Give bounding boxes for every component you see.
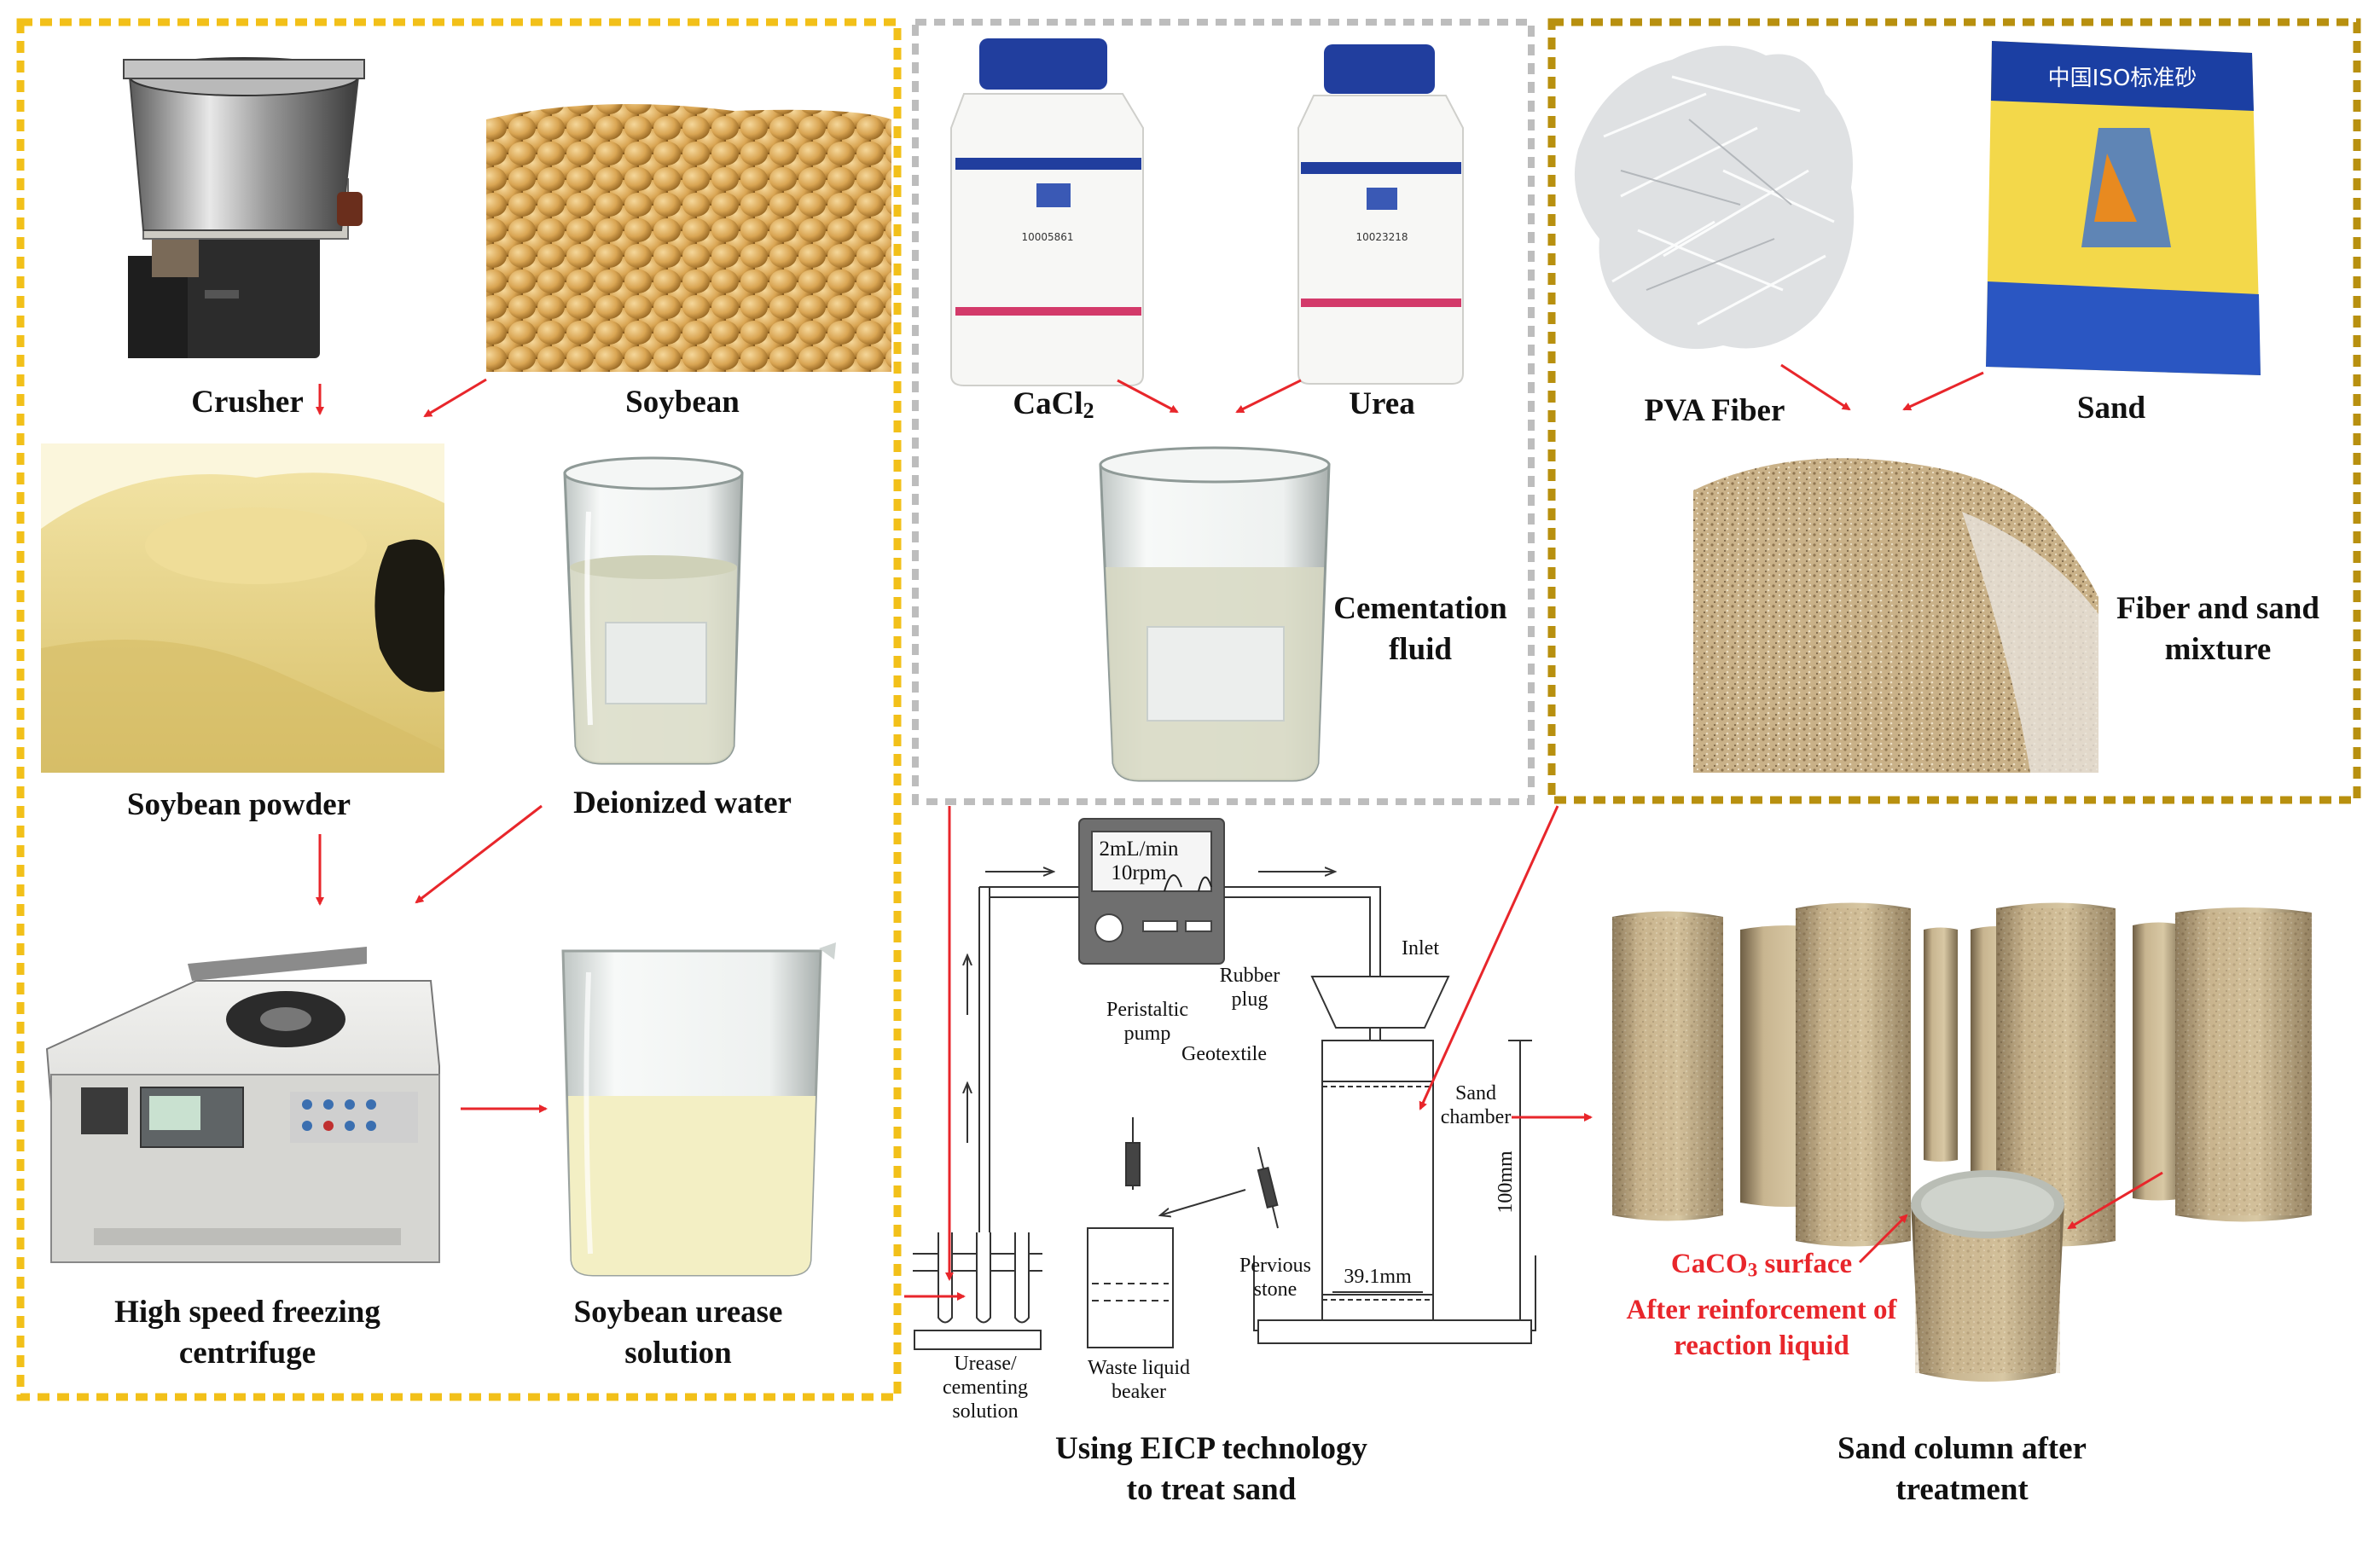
label-waste-beaker: Waste liquid beaker <box>1071 1356 1207 1404</box>
label-cementation-line2: fluid <box>1388 632 1453 667</box>
caption-eicp-line1: Using EICP technology <box>1055 1431 1367 1466</box>
label-rubber-plug-line1: Rubber <box>1219 965 1280 987</box>
label-waste-line2: beaker <box>1112 1381 1166 1403</box>
caption-sand-column-line1: Sand column after <box>1837 1431 2087 1466</box>
label-rubber-plug: Rubber plug <box>1207 964 1292 1012</box>
deionized-water-beaker-image <box>563 456 744 765</box>
label-pervious-line1: Pervious <box>1239 1255 1311 1277</box>
label-centrifuge-line1: High speed freezing <box>114 1295 380 1330</box>
label-diameter: 39.1mm <box>1344 1266 1412 1288</box>
label-peristaltic-line2: pump <box>1123 1023 1171 1045</box>
label-caco3-surface: CaCO3 surface <box>1646 1243 1877 1290</box>
label-pervious-stone: Pervious stone <box>1233 1254 1318 1301</box>
label-urease-cementing-line2: cementing <box>943 1377 1028 1399</box>
urease-solution-beaker-image <box>561 942 836 1277</box>
flow-arrows <box>316 363 2163 1301</box>
label-urease-solution: Soybean urease solution <box>529 1292 827 1374</box>
label-urea: Urea <box>1349 386 1415 421</box>
centrifuge-image <box>45 947 440 1263</box>
label-height: 100mm <box>1495 1151 1517 1214</box>
eicp-apparatus-schematic <box>913 818 1536 1350</box>
label-cacl2-sub: 2 <box>1083 398 1094 424</box>
label-pump-rate: 2mL/min 10rpm <box>1083 838 1194 885</box>
label-sand-chamber-line2: chamber <box>1440 1106 1512 1128</box>
crusher-image <box>123 57 365 358</box>
panel-fiber-sand-border <box>1547 18 2361 804</box>
label-mixture-line2: mixture <box>2164 632 2272 667</box>
label-waste-line1: Waste liquid <box>1087 1357 1191 1379</box>
label-cacl2-main: CaCl <box>1013 386 1083 421</box>
label-centrifuge: High speed freezing centrifuge <box>68 1292 427 1374</box>
label-urease-solution-line1: Soybean urease <box>573 1295 783 1330</box>
label-sand-chamber-line1: Sand <box>1455 1082 1496 1104</box>
label-urease-solution-line2: solution <box>624 1336 732 1371</box>
label-crusher: Crusher <box>191 385 304 420</box>
label-pva-fiber: PVA Fiber <box>1644 393 1785 428</box>
sand-bag-image: 中国ISO标准砂 <box>1986 41 2261 375</box>
label-after-reinforcement: After reinforcement of reaction liquid <box>1582 1292 1941 1364</box>
caption-sand-column: Sand column after treatment <box>1749 1429 2175 1510</box>
bottle2-code: 10023218 <box>1355 231 1408 243</box>
label-sand: Sand <box>2076 391 2146 426</box>
panel-soybean-urease-border <box>16 18 902 1401</box>
label-peristaltic-line1: Peristaltic <box>1106 999 1188 1021</box>
sand-columns-image <box>1612 902 2312 1382</box>
label-rubber-plug-line2: plug <box>1231 988 1268 1011</box>
label-pervious-line2: stone <box>1253 1278 1297 1301</box>
caption-eicp-line2: to treat sand <box>1126 1472 1297 1507</box>
caption-eicp: Using EICP technology to treat sand <box>990 1429 1433 1510</box>
cementation-fluid-beaker-image <box>1099 446 1331 782</box>
label-fiber-sand-mixture: Fiber and sand mixture <box>2090 588 2346 670</box>
label-cementation-line1: Cementation <box>1333 591 1507 626</box>
label-pump-rate-line1: 2mL/min <box>1099 838 1179 861</box>
label-deionized-water: Deionized water <box>573 785 792 820</box>
label-after-line2: reaction liquid <box>1674 1330 1849 1361</box>
pva-fiber-image <box>1574 45 1855 350</box>
label-pump-rate-line2: 10rpm <box>1111 861 1167 884</box>
label-mixture-line1: Fiber and sand <box>2116 591 2319 626</box>
bottle1-code: 10005861 <box>1021 231 1073 243</box>
label-after-line1: After reinforcement of <box>1626 1295 1897 1325</box>
cacl2-bottle-image: 10005861 <box>950 38 1144 386</box>
label-urease-cementing-line3: solution <box>952 1400 1019 1423</box>
sand-bag-brand: 中国ISO标准砂 <box>2048 66 2197 91</box>
label-centrifuge-line2: centrifuge <box>178 1336 316 1371</box>
label-cementation-fluid: Cementation fluid <box>1314 588 1527 670</box>
label-inlet: Inlet <box>1402 937 1439 959</box>
label-soybean-powder: Soybean powder <box>126 787 351 822</box>
label-urease-cementing-line1: Urease/ <box>954 1353 1017 1375</box>
label-caco3-suffix: surface <box>1757 1249 1853 1279</box>
caption-sand-column-line2: treatment <box>1895 1472 2029 1507</box>
fiber-sand-mixture-image <box>1693 458 2098 773</box>
label-sand-chamber: Sand chamber <box>1433 1081 1518 1129</box>
label-urease-cementing: Urease/ cementing solution <box>926 1352 1045 1423</box>
panel-cementation-border <box>912 19 1535 805</box>
label-cacl2: CaCl2 <box>990 384 1117 432</box>
label-caco3-main: CaCO <box>1670 1249 1748 1279</box>
label-geotextile: Geotextile <box>1181 1043 1267 1065</box>
label-soybean: Soybean <box>625 385 740 420</box>
soybean-powder-image <box>41 443 445 773</box>
urea-bottle-image: 10023218 <box>1297 44 1464 385</box>
label-peristaltic-pump: Peristaltic pump <box>1088 998 1207 1046</box>
label-caco3-sub: 3 <box>1747 1258 1758 1281</box>
soybean-image <box>486 104 891 372</box>
